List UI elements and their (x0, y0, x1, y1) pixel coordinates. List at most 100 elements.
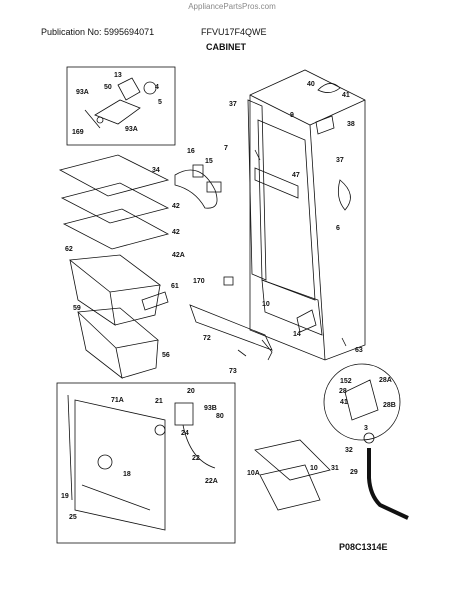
callout-152: 152 (340, 378, 352, 385)
condenser-tube (67, 394, 73, 501)
hinge-bracket (94, 99, 141, 125)
cabinet-base (261, 279, 323, 336)
callout-20: 20 (187, 388, 195, 395)
callout-41b: 41 (340, 399, 348, 406)
hinge-inset-frame (66, 66, 176, 146)
cabinet-outline (249, 69, 366, 361)
callout-21: 21 (155, 398, 163, 405)
hinge-screw (96, 116, 104, 124)
callout-61: 61 (171, 283, 179, 290)
callout-31: 31 (331, 465, 339, 472)
drain-tube (363, 432, 409, 520)
callout-18: 18 (123, 471, 131, 478)
callout-28: 28 (339, 388, 347, 395)
part-170 (223, 276, 234, 286)
callout-3: 3 (364, 425, 368, 432)
compressor-coil (259, 464, 321, 511)
callout-56: 56 (162, 352, 170, 359)
callout-15: 15 (205, 158, 213, 165)
drain-plug (363, 432, 375, 444)
basket-rail (141, 291, 169, 311)
hinge-cam (117, 77, 141, 101)
wire-shelves (58, 154, 170, 250)
callout-72: 72 (203, 335, 211, 342)
callout-71a: 71A (111, 397, 124, 404)
callout-73: 73 (229, 368, 237, 375)
wire-shelf-2 (60, 182, 170, 224)
basket-2-top (77, 307, 159, 349)
callout-5: 5 (158, 99, 162, 106)
page-title: CABINET (206, 42, 246, 52)
screw-73 (237, 349, 247, 357)
hinge-inset (66, 66, 176, 146)
door-gasket-strip (247, 99, 267, 281)
callout-9: 9 (290, 112, 294, 119)
compressor-pan (254, 439, 331, 481)
back-panel-frame (56, 382, 236, 544)
callout-42c: 42A (172, 252, 185, 259)
callout-93a: 93A (76, 89, 89, 96)
callout-13: 13 (114, 72, 122, 79)
leveling-leg (341, 337, 347, 347)
bottom-hinge (296, 309, 317, 333)
cabinet-body (247, 69, 366, 361)
callout-37: 37 (229, 101, 237, 108)
callout-93a-2: 93A (125, 126, 138, 133)
callout-80: 80 (216, 413, 224, 420)
callout-labels: 13 93A 50 4 5 169 93A 40 41 37 9 38 7 37… (61, 72, 396, 521)
callout-10: 10 (262, 301, 270, 308)
diagram-code: P08C1314E (339, 542, 388, 552)
callout-14: 14 (293, 331, 301, 338)
door-handle (174, 169, 218, 209)
callout-10a: 10A (247, 470, 260, 477)
callout-93b: 93B (204, 405, 217, 412)
bottom-rail (81, 484, 151, 511)
cabinet-liner (257, 119, 316, 301)
callout-38: 38 (347, 121, 355, 128)
callout-34: 34 (152, 167, 160, 174)
top-hinge (315, 115, 335, 135)
callout-50: 50 (104, 84, 112, 91)
hinge-bushing (143, 81, 157, 95)
hinge-detail-bracket (344, 379, 379, 421)
drain-hose (367, 448, 409, 520)
callout-62: 62 (65, 246, 73, 253)
callout-16: 16 (187, 148, 195, 155)
callout-7: 7 (224, 145, 228, 152)
kick-plate (189, 304, 273, 351)
baskets (68, 254, 169, 379)
basket-1-top (68, 254, 162, 293)
electrical-box (174, 402, 194, 426)
back-panel (74, 399, 166, 531)
callout-22a: 22A (205, 478, 218, 485)
callout-10b: 10 (310, 465, 318, 472)
power-cord (182, 424, 216, 469)
back-panel-inset (56, 382, 236, 544)
callout-63: 63 (355, 347, 363, 354)
callout-169: 169 (72, 129, 84, 136)
drain-port (97, 454, 113, 470)
cabinet-coil (337, 179, 351, 211)
compressor-area (254, 439, 331, 511)
site-watermark: AppliancePartsPros.com (188, 2, 276, 11)
model-number: FFVU17F4QWE (201, 27, 267, 37)
callout-22: 22 (192, 455, 200, 462)
callout-40: 40 (307, 81, 315, 88)
wire-shelf-3 (62, 208, 170, 250)
callout-32: 32 (345, 447, 353, 454)
callout-47: 47 (292, 172, 300, 179)
callout-6: 6 (336, 225, 340, 232)
callout-19: 19 (61, 493, 69, 500)
top-hinge-cover (317, 83, 341, 93)
light-switch (206, 181, 222, 193)
hinge-detail-circle (323, 363, 401, 441)
callout-37b: 37 (336, 157, 344, 164)
relay (154, 424, 166, 436)
callout-41: 41 (342, 92, 350, 99)
callout-42a: 42 (172, 203, 180, 210)
callout-4: 4 (155, 84, 159, 91)
callout-42b: 42 (172, 229, 180, 236)
callout-28a: 28A (379, 377, 392, 384)
thermostat-knob (192, 164, 204, 178)
